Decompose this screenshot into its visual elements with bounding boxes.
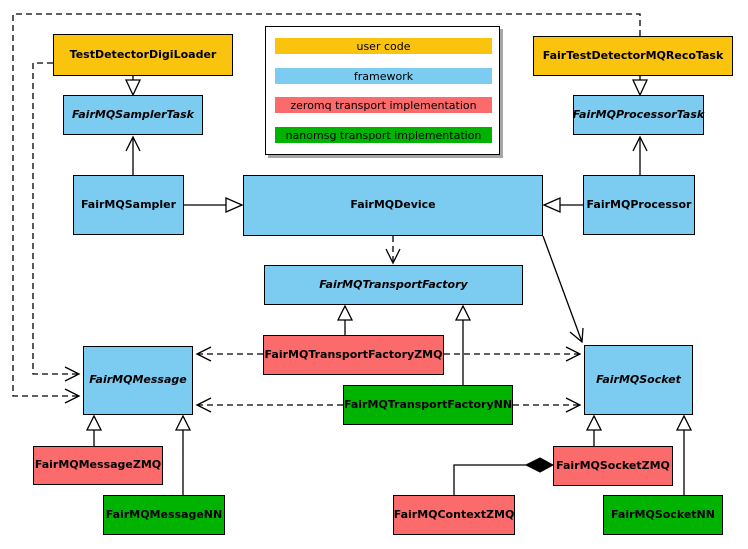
edge-inheritance-factorynn-factory [454,304,472,385]
class-box-fairmqprocessor: FairMQProcessor [583,175,695,235]
edge-dependency-factoryzmq-message [195,346,263,362]
edge-inheritance-digiloader-samplertask [124,76,142,97]
class-box-fairmqsocketnn: FairMQSocketNN [603,495,723,535]
class-box-fairmqmessagenn: FairMQMessageNN [103,495,225,535]
edge-inheritance-socketzmq-socket [585,414,603,446]
edge-inheritance-socketnn-socket [675,414,693,495]
legend-item-nanomsg: nanomsg transport implementation [275,127,492,143]
class-box-fairmqdevice: FairMQDevice [243,175,543,236]
edge-dependency-factorynn-message [195,397,343,413]
legend-label-user-code: user code [356,39,411,53]
class-box-fairmqsocket: FairMQSocket [584,345,693,415]
edge-dependency-factoryzmq-socket [444,346,582,362]
edge-inheritance-messagenn-message [174,414,192,495]
class-box-fairmqsampler: FairMQSampler [73,175,184,235]
edge-inheritance-recotask-processortask [631,76,649,97]
legend-label-framework: framework [353,69,414,83]
legend-label-nanomsg: nanomsg transport implementation [285,128,482,142]
edge-composition-contextzmq-socketzmq [453,457,555,495]
edge-dependency-factorynn-socket [513,397,582,413]
class-box-fairmqmessagezmq: FairMQMessageZMQ [33,446,163,485]
edge-dependency-device-factory [385,236,401,265]
edge-dependency-digiloader-message [32,62,81,382]
edge-association-device-socket [542,235,584,344]
edge-association-sampler-samplertask [125,135,141,175]
class-box-fairmqtransportfactorynn: FairMQTransportFactoryNN [343,385,513,425]
class-box-fairmqtransportfactoryzmq: FairMQTransportFactoryZMQ [263,335,444,375]
legend-item-zeromq: zeromq transport implementation [275,97,492,113]
class-box-testdetectordigiloader: TestDetectorDigiLoader [53,34,233,76]
class-box-fairmqtransportfactory: FairMQTransportFactory [264,265,523,305]
class-box-fairmqmessage: FairMQMessage [83,346,193,415]
class-box-fairmqsamplertask: FairMQSamplerTask [63,95,203,135]
edge-inheritance-processor-device [542,197,583,213]
legend-item-framework: framework [275,68,492,84]
edge-association-processor-processortask [632,135,648,175]
edge-inheritance-factoryzmq-factory [336,304,354,335]
class-box-fairmqcontextzmq: FairMQContextZMQ [393,495,515,535]
edge-inheritance-sampler-device [184,197,244,213]
edge-dependency-recotask-message [12,13,641,404]
class-box-fairmqprocessortask: FairMQProcessorTask [573,95,704,135]
class-box-fairmqsocketzmq: FairMQSocketZMQ [553,446,673,486]
legend: user code framework zeromq transport imp… [265,26,500,155]
legend-label-zeromq: zeromq transport implementation [290,98,477,112]
class-box-fairtestdetectormqrecotask: FairTestDetectorMQRecoTask [533,36,733,76]
edge-inheritance-messagezmq-message [85,414,103,446]
legend-item-user-code: user code [275,38,492,54]
